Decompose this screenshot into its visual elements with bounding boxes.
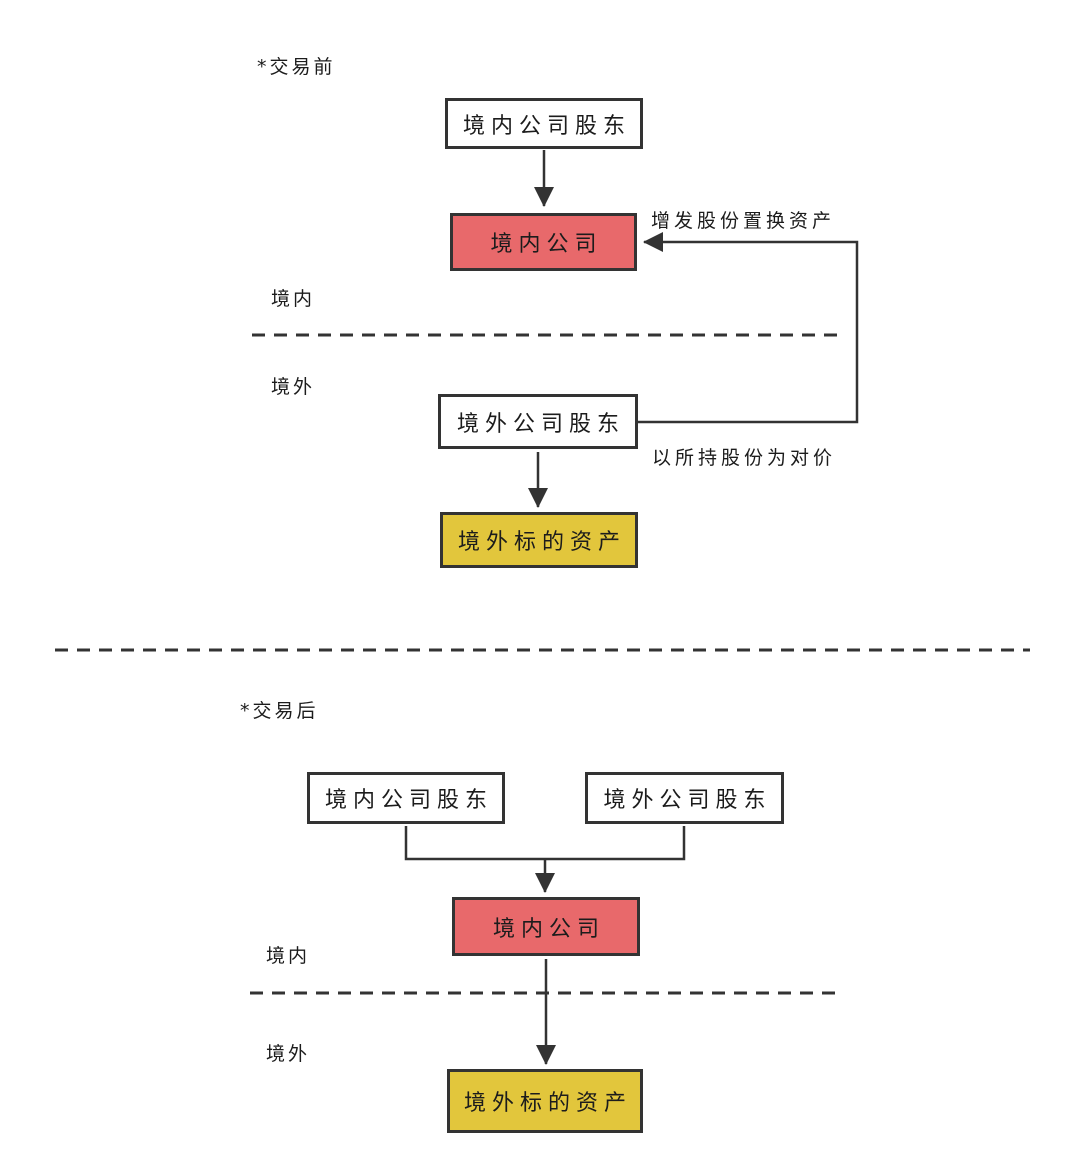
edge-merge-shareholders bbox=[404, 826, 686, 861]
region-label-overseas-before: 境外 bbox=[271, 376, 316, 398]
node-overseas-shareholders-before: 境外公司股东 bbox=[438, 394, 638, 449]
region-label-domestic-after: 境内 bbox=[266, 945, 311, 967]
node-domestic-company-after: 境内公司 bbox=[452, 897, 640, 956]
node-domestic-shareholders-after: 境内公司股东 bbox=[307, 772, 505, 824]
node-domestic-shareholders-before: 境内公司股东 bbox=[445, 98, 643, 149]
edge-label-share-swap: 增发股份置换资产 bbox=[651, 210, 836, 232]
node-overseas-assets-before: 境外标的资产 bbox=[440, 512, 638, 568]
section-label-after: *交易后 bbox=[240, 700, 319, 722]
node-domestic-company-before: 境内公司 bbox=[450, 213, 637, 271]
region-label-overseas-after: 境外 bbox=[266, 1043, 311, 1065]
section-label-before: *交易前 bbox=[257, 56, 336, 78]
edge-label-consideration: 以所持股份为对价 bbox=[652, 447, 837, 469]
region-label-domestic-before: 境内 bbox=[271, 288, 316, 310]
edge-overseas-shareholders-to-domestic-company bbox=[638, 232, 859, 424]
node-overseas-assets-after: 境外标的资产 bbox=[447, 1069, 643, 1133]
node-overseas-shareholders-after: 境外公司股东 bbox=[585, 772, 784, 824]
